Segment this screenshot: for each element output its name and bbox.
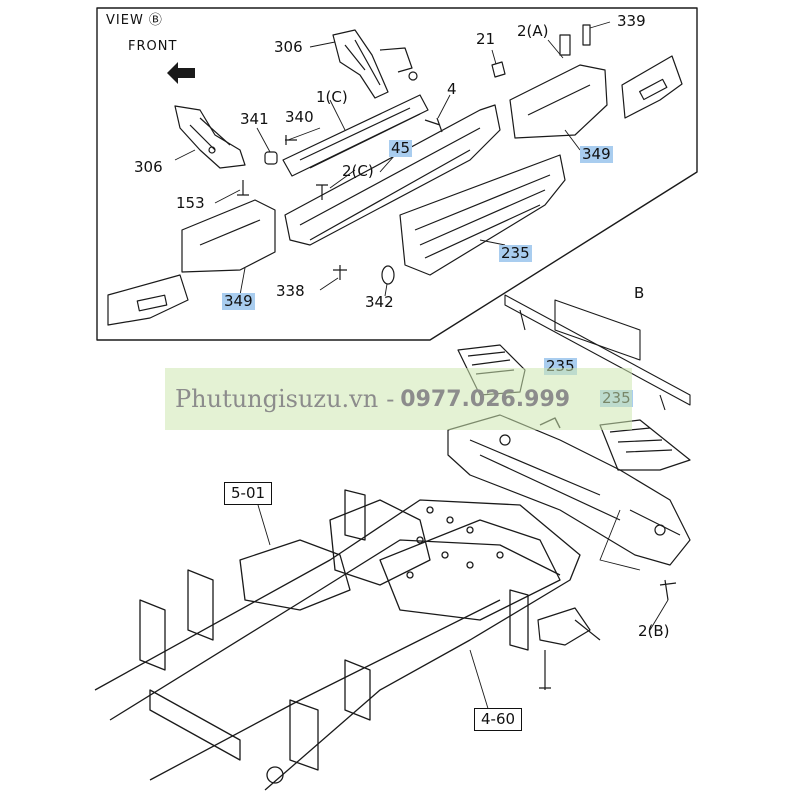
front-label: FRONT: [128, 39, 178, 54]
step-pad-235-inset: [399, 154, 566, 276]
bolt-2a: [559, 34, 571, 56]
inset-frame: [96, 7, 698, 341]
front-arrow: [167, 62, 195, 84]
callout-2c: 2(C): [342, 162, 374, 180]
callout-349-left: 349: [222, 292, 255, 310]
callout-349-right: 349: [580, 145, 613, 163]
bracket-306-top: [332, 29, 418, 99]
callout-1c: 1(C): [316, 88, 348, 106]
bolt-339: [582, 24, 591, 46]
detail-ref-line: [599, 509, 641, 571]
step-pad-right-235: [599, 419, 691, 471]
watermark-phone: 0977.026.999: [400, 386, 571, 412]
callout-4: 4: [447, 80, 457, 98]
clip-21: [491, 61, 506, 78]
running-board-assembly: [447, 414, 691, 566]
leader-4-60: [469, 649, 491, 716]
view-b-label: VIEW Ⓑ: [106, 13, 163, 28]
end-cap-349-right: [509, 64, 608, 139]
chassis-frame: [94, 489, 581, 791]
leader-5-01: [257, 504, 271, 546]
rail-1c: [282, 94, 429, 177]
support-45: [284, 104, 501, 246]
bolt-2c: [316, 184, 328, 200]
callout-21: 21: [476, 30, 496, 48]
step-bracket-B: [504, 294, 691, 411]
tow-hook: [537, 607, 601, 690]
callout-5-01: 5-01: [224, 482, 273, 505]
callout-4-60: 4-60: [474, 708, 523, 731]
callout-342: 342: [365, 293, 394, 311]
callout-2a: 2(A): [517, 22, 549, 40]
grommet-342: [381, 265, 395, 285]
end-trim-right: [621, 55, 683, 119]
callout-338: 338: [276, 282, 305, 300]
bracket-306-left: [174, 105, 246, 169]
bolt-153: [237, 180, 249, 196]
callout-45: 45: [389, 139, 413, 157]
end-trim-left: [107, 274, 189, 326]
callout-340: 340: [285, 108, 314, 126]
watermark-separator: -: [386, 385, 395, 413]
callout-153: 153: [176, 194, 205, 212]
callout-2b: 2(B): [638, 622, 670, 640]
bolt-340: [285, 135, 297, 145]
callout-306-left: 306: [134, 158, 163, 176]
callout-b: B: [634, 284, 645, 302]
watermark-site: Phutungisuzu.vn: [175, 385, 379, 413]
bolt-338: [333, 265, 347, 280]
nut-341: [264, 151, 278, 165]
end-cap-349-left: [181, 199, 276, 273]
callout-341: 341: [240, 110, 269, 128]
bolt-4: [424, 117, 443, 133]
callout-235-inset: 235: [499, 244, 532, 262]
bolt-2b: [659, 579, 677, 601]
callout-339: 339: [617, 12, 646, 30]
leader-lines: [174, 21, 611, 297]
watermark-band: Phutungisuzu.vn - 0977.026.999: [165, 368, 632, 430]
callout-306-top: 306: [274, 38, 303, 56]
